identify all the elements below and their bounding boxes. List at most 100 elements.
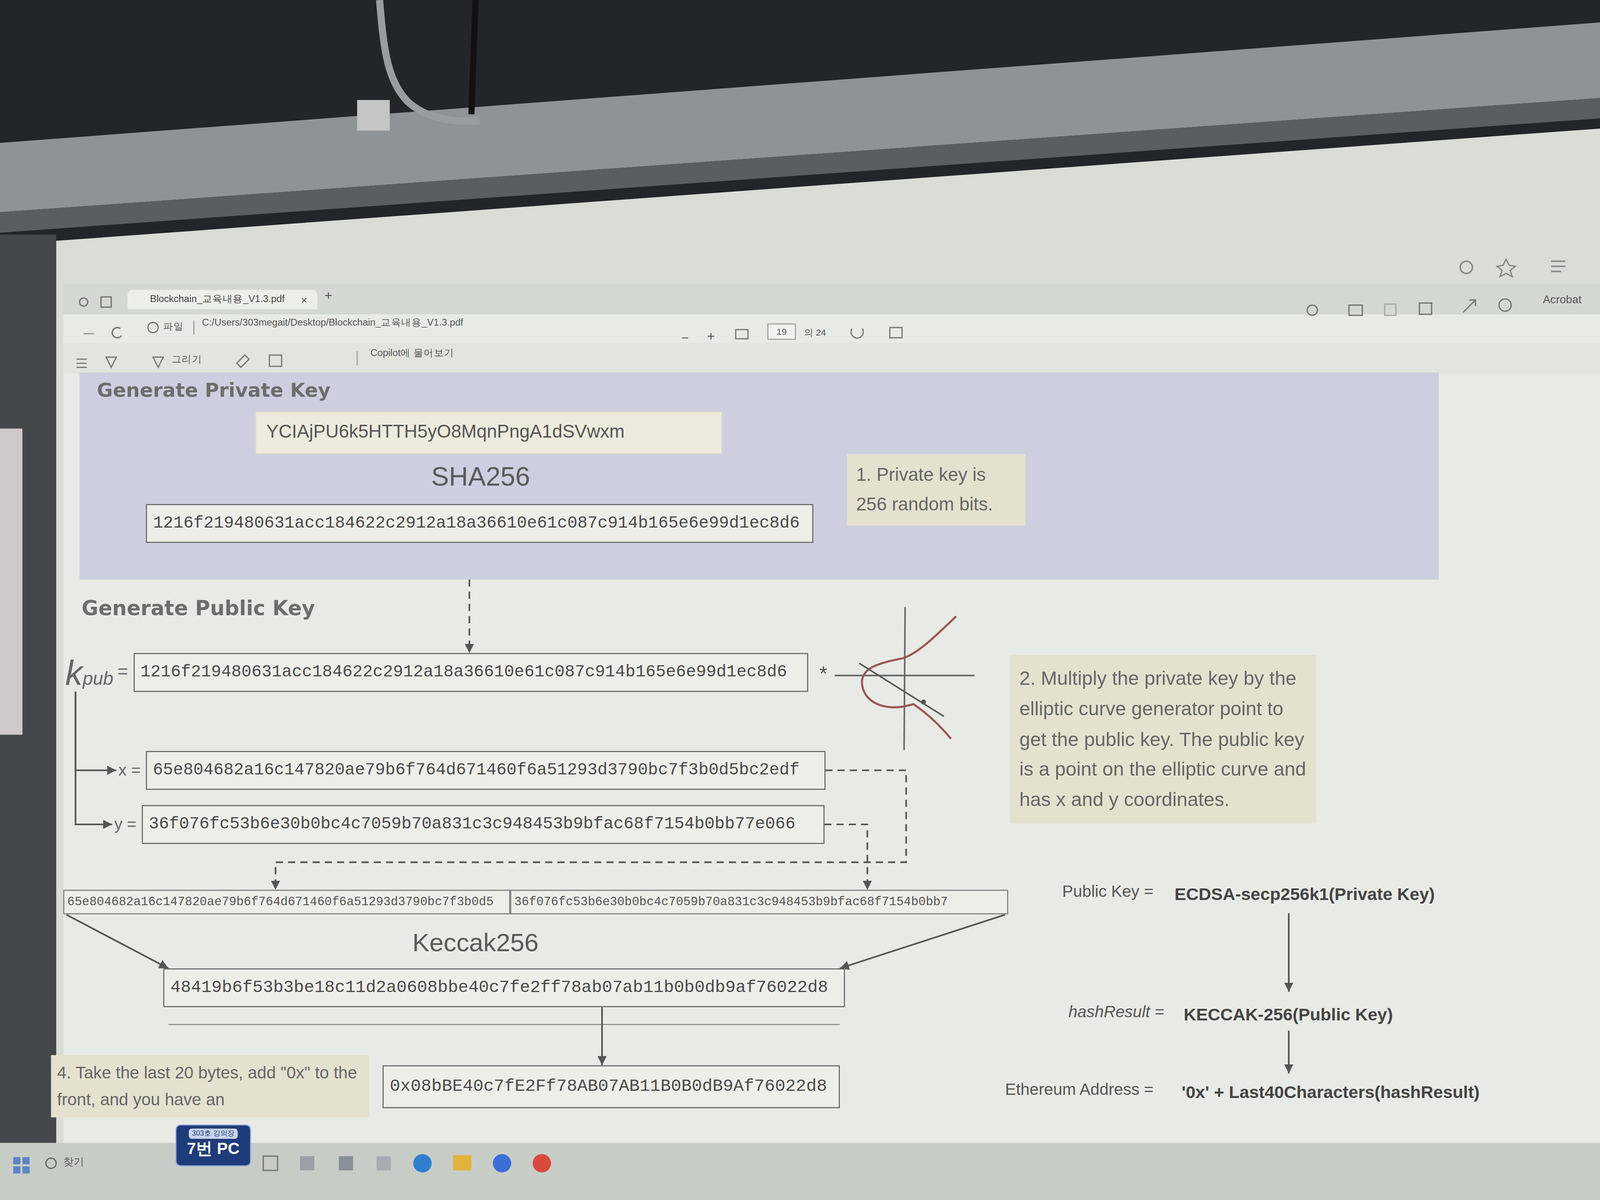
tab-bar (63, 283, 1600, 315)
zoom-out-button: − (681, 330, 689, 346)
hash-function-label: Keccak256 (412, 926, 539, 958)
curve-point (920, 699, 926, 705)
callout-box: 1. Private key is 256 random bits. (846, 454, 1026, 526)
public-key-row: kpub=1216f219480631acc184622c2912a18a366… (65, 653, 808, 692)
save-as-icon (1419, 303, 1432, 315)
highlight-icon (106, 357, 117, 368)
curve-y-axis (904, 607, 906, 750)
concat-box: 36f076fc53b6e30b0bc4c7059b70a831c3c94845… (510, 889, 1009, 915)
coordinate-label: y = (114, 815, 137, 834)
flow-arrow (1288, 913, 1290, 992)
tabs-icon (101, 296, 112, 308)
windows-logo (13, 1157, 21, 1165)
whiteboard-edge (0, 428, 23, 735)
formula-value: KECCAK-256(Public Key) (1183, 1005, 1393, 1026)
page-count: 의 24 (804, 327, 826, 339)
page-number: 19 (776, 326, 787, 337)
search-icon (1307, 305, 1318, 316)
keccak-hash-hex: 48419b6f53b3be18c11d2a0608bbe40c7fe2ff78… (170, 977, 838, 998)
projection-screen (56, 128, 1600, 1200)
black-cable (471, 0, 476, 115)
input-string-box: YCIAjPU6k5HTTH5yO8MqnPngA1dSVwxm (255, 411, 723, 454)
connector-arrow (839, 914, 1005, 969)
refresh-icon (112, 327, 122, 338)
print-icon (1348, 305, 1362, 316)
separator (193, 320, 195, 335)
close-button: × (300, 293, 308, 306)
coordinate-row: y =36f076fc53b6e30b0bc4c7059b70a831c3c94… (114, 805, 825, 844)
file-path: C:/Users/303megait/Desktop/Blockchain_교육… (202, 316, 464, 328)
contents-icon (76, 359, 87, 368)
hash-function-label: SHA256 (431, 461, 530, 494)
page-number-box: 19 (767, 323, 796, 340)
info-icon (148, 322, 159, 333)
y-part-hex: 36f076fc53b6e30b0bc4c7059b70a831c3c94845… (514, 894, 1004, 910)
search-label: 찾기 (63, 1156, 84, 1169)
private-key-hex: 1216f219480631acc184622c2912a18a36610e61… (133, 653, 808, 692)
expand-icon (1463, 300, 1476, 313)
callout-text: 1. Private key is 256 random bits. (856, 460, 1017, 520)
equals-sign: = (117, 661, 128, 684)
callout-box: 4. Take the last 20 bytes, add "0x" to t… (51, 1055, 370, 1118)
left-board (0, 234, 56, 1200)
windows-logo (22, 1166, 30, 1174)
formula-term: Ethereum Address = (1005, 1079, 1154, 1100)
list-icon (1551, 261, 1566, 272)
windows-logo (13, 1166, 21, 1174)
taskbar-icon (376, 1156, 391, 1171)
beam-shadow (0, 98, 1600, 233)
x-part-hex: 65e804682a16c147820ae79b6f764d671460f6a5… (67, 894, 506, 910)
save-icon (1384, 304, 1396, 316)
pdf-toolbar (63, 342, 1600, 374)
elliptic-curve (862, 616, 957, 739)
concat-box: 65e804682a16c147820ae79b6f764d671460f6a5… (63, 889, 510, 915)
back-arrow (83, 333, 94, 335)
coordinate-row: x =65e804682a16c147820ae79b6f764d671460f… (118, 751, 826, 790)
address-bar (63, 314, 1600, 343)
tab-title: Blockchain_교육내용_V1.3.pdf (150, 292, 285, 306)
secant-line (859, 663, 944, 717)
hash-box: 1216f219480631acc184622c2912a18a36610e61… (146, 504, 814, 543)
profile-icon (79, 298, 88, 306)
connector-arrow (601, 1007, 603, 1066)
settings-icon (1498, 298, 1512, 312)
callout-box: 2. Multiply the private key by the ellip… (1010, 655, 1317, 824)
app-name: Acrobat (1542, 292, 1582, 307)
formula-value: ECDSA-secp256k1(Private Key) (1174, 884, 1435, 906)
eraser-icon (236, 355, 250, 368)
toolbar-label: Copilot에 물어보기 (370, 346, 455, 359)
curve-x-axis (834, 674, 975, 677)
folder-icon (453, 1155, 472, 1171)
section-band: Generate Private KeyYCIAjPU6k5HTTH5yO8Mq… (79, 372, 1439, 580)
app-icon (492, 1154, 512, 1173)
hash-box: 48419b6f53b3be18c11d2a0608bbe40c7fe2ff78… (163, 968, 845, 1008)
separator (356, 351, 358, 366)
taskbar-icon (338, 1156, 354, 1171)
seed-string: YCIAjPU6k5HTTH5yO8MqnPngA1dSVwxm (266, 421, 712, 444)
windows-logo (22, 1157, 30, 1165)
y-coordinate-hex: 36f076fc53b6e30b0bc4c7059b70a831c3c94845… (141, 805, 825, 844)
draw-icon (153, 357, 164, 368)
formula-term: hashResult = (1068, 1002, 1164, 1022)
address-box: 0x08bBE40c7fE2Ff78AB07AB11B0B0dB9Af76022… (382, 1065, 840, 1109)
toolbar-label: 그리기 (171, 353, 203, 365)
underline (168, 1024, 840, 1026)
chrome-icon (532, 1154, 552, 1173)
cable-clamp (357, 100, 390, 131)
callout-text: 2. Multiply the private key by the ellip… (1019, 663, 1307, 816)
formula-term: Public Key = (1062, 881, 1154, 902)
zoom-icon (1460, 261, 1473, 274)
search-icon (46, 1158, 57, 1169)
conduit-pipe (379, 0, 480, 122)
address-scheme: 파일 (163, 320, 184, 332)
zoom-in-button: + (707, 328, 715, 345)
rotate-icon (851, 328, 864, 338)
symbol-k: k (65, 654, 83, 690)
ethereum-address: 0x08bBE40c7fE2Ff78AB07AB11B0B0dB9Af76022… (389, 1076, 833, 1098)
section-heading: Generate Private Key (96, 378, 1422, 401)
subscript: pub (82, 669, 114, 690)
connector-arrow (75, 691, 117, 771)
connector-arrow (75, 691, 113, 825)
x-coordinate-hex: 65e804682a16c147820ae79b6f764d671460f6a5… (145, 751, 826, 790)
